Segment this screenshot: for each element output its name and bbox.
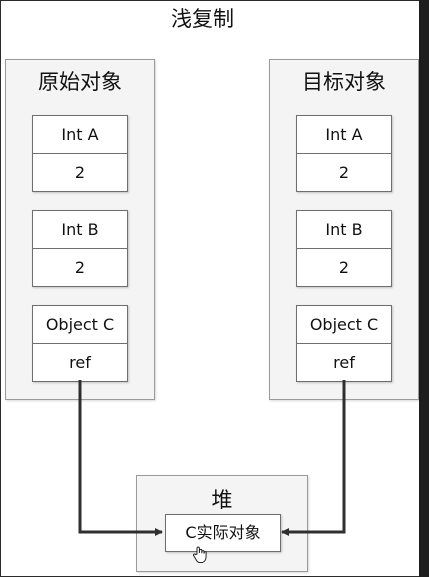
source-field-int-a: Int A 2 [32,115,128,192]
source-object-title: 原始对象 [38,70,122,94]
heap-title: 堆 [211,488,233,512]
target-field-int-a: Int A 2 [296,115,392,192]
field-name: Object C [309,315,379,334]
target-field-int-b: Int B 2 [296,210,392,287]
field-name: Int A [61,125,99,144]
field-value: 2 [33,248,127,286]
field-value: ref [297,343,391,381]
hand-cursor-icon [192,546,207,563]
field-name: Int B [325,220,363,239]
window-edge [419,0,429,577]
target-object-title: 目标对象 [302,70,386,94]
source-field-object-c: Object C ref [32,305,128,382]
source-field-int-b: Int B 2 [32,210,128,287]
diagram-title: 浅复制 [171,7,234,31]
field-name: Int B [61,220,99,239]
field-value: 2 [297,248,391,286]
field-value: 2 [33,153,127,191]
source-ref-arrow [78,380,163,536]
field-name: Object C [45,315,115,334]
heap-actual-object: C实际对象 [165,514,281,552]
field-value: 2 [297,153,391,191]
target-field-object-c: Object C ref [296,305,392,382]
target-ref-arrow [281,380,346,536]
field-name: Int A [325,125,363,144]
field-value: ref [33,343,127,381]
